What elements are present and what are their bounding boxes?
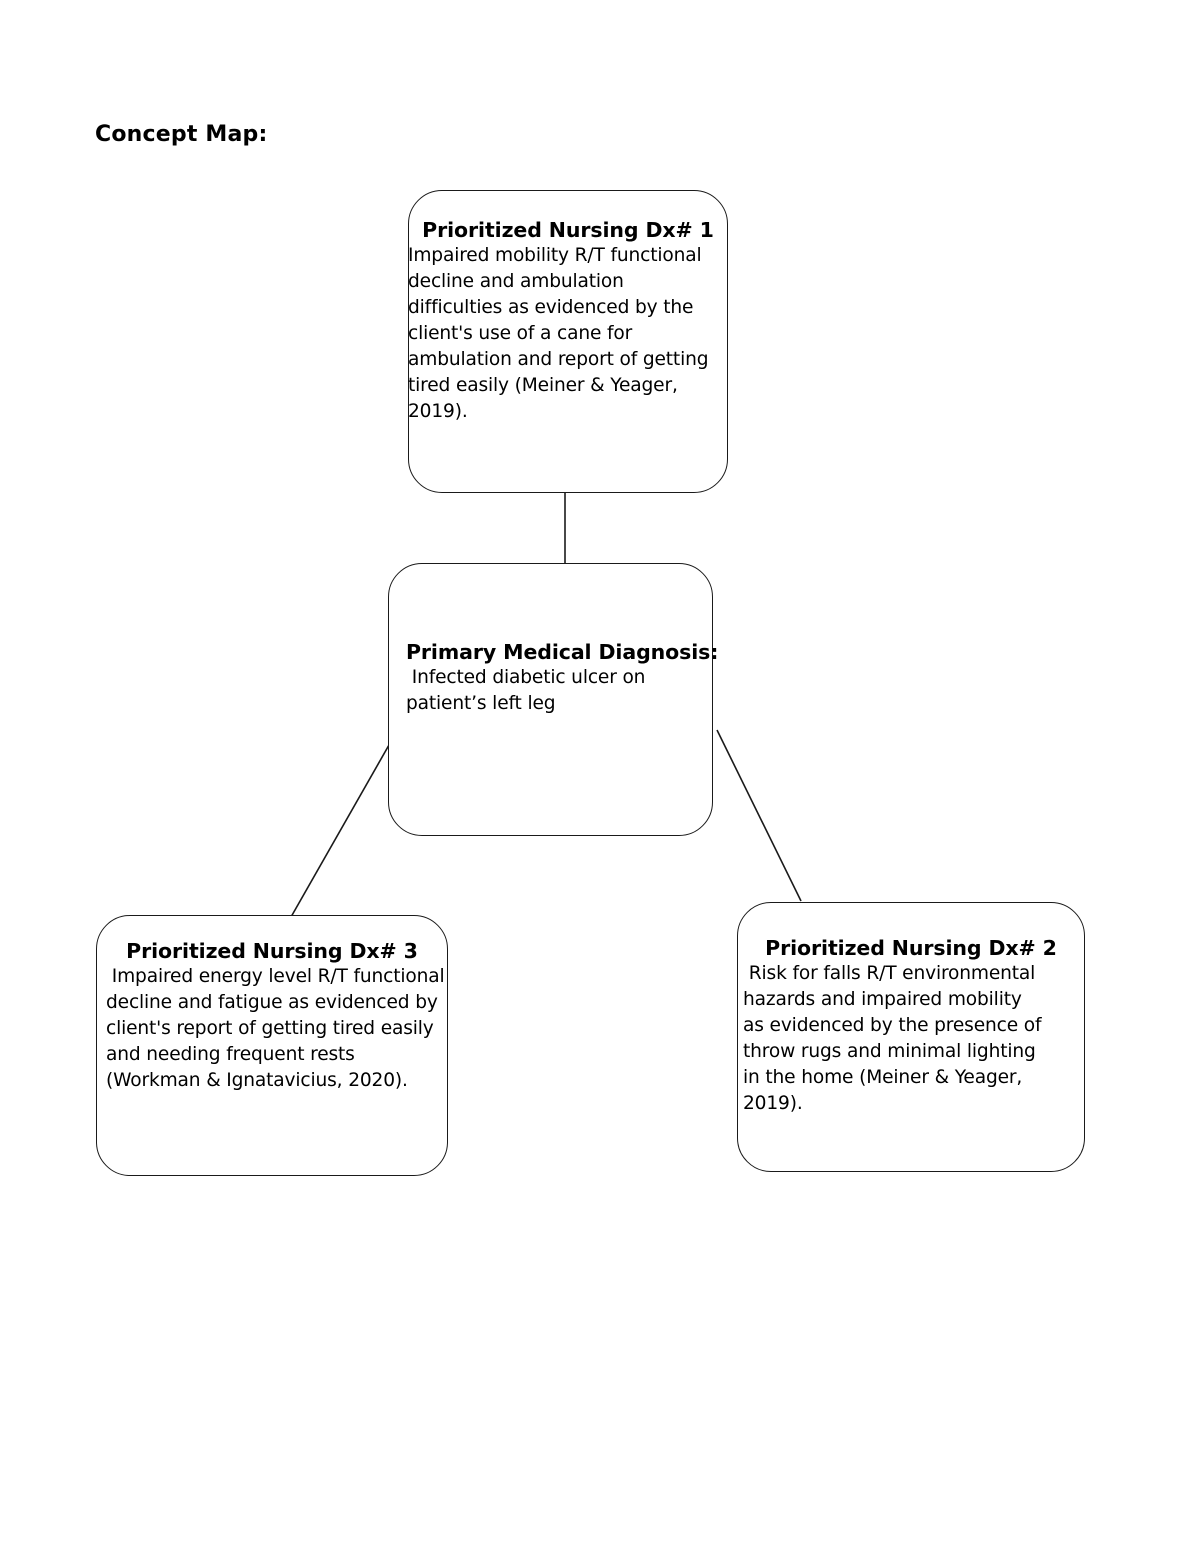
node-body-text: Risk for falls R/T environmental hazards… [743,963,1048,1114]
node-body-text: Impaired mobility R/T functional decline… [408,245,715,422]
node-body-text: Infected diabetic ulcer on patient’s lef… [406,667,652,714]
node-primary-medical-diagnosis[interactable]: Primary Medical Diagnosis: Infected diab… [388,563,718,836]
node-heading: Prioritized Nursing Dx# 3 [126,939,418,963]
node-heading: Primary Medical Diagnosis: [406,640,719,664]
node-prioritized-nursing-dx-3[interactable]: Prioritized Nursing Dx# 3 Impaired energ… [96,915,448,1176]
node-heading: Prioritized Nursing Dx# 2 [765,936,1057,960]
node-heading: Prioritized Nursing Dx# 1 [422,218,714,242]
node-prioritized-nursing-dx-1[interactable]: Prioritized Nursing Dx# 1 Impaired mobil… [408,190,728,493]
node-body-text: Impaired energy level R/T functional dec… [106,966,451,1091]
page-title: Concept Map: [95,122,268,147]
edge-primary-to-dx3 [290,744,390,918]
edge-primary-to-dx2 [716,729,802,902]
node-prioritized-nursing-dx-2[interactable]: Prioritized Nursing Dx# 2 Risk for falls… [737,902,1085,1172]
